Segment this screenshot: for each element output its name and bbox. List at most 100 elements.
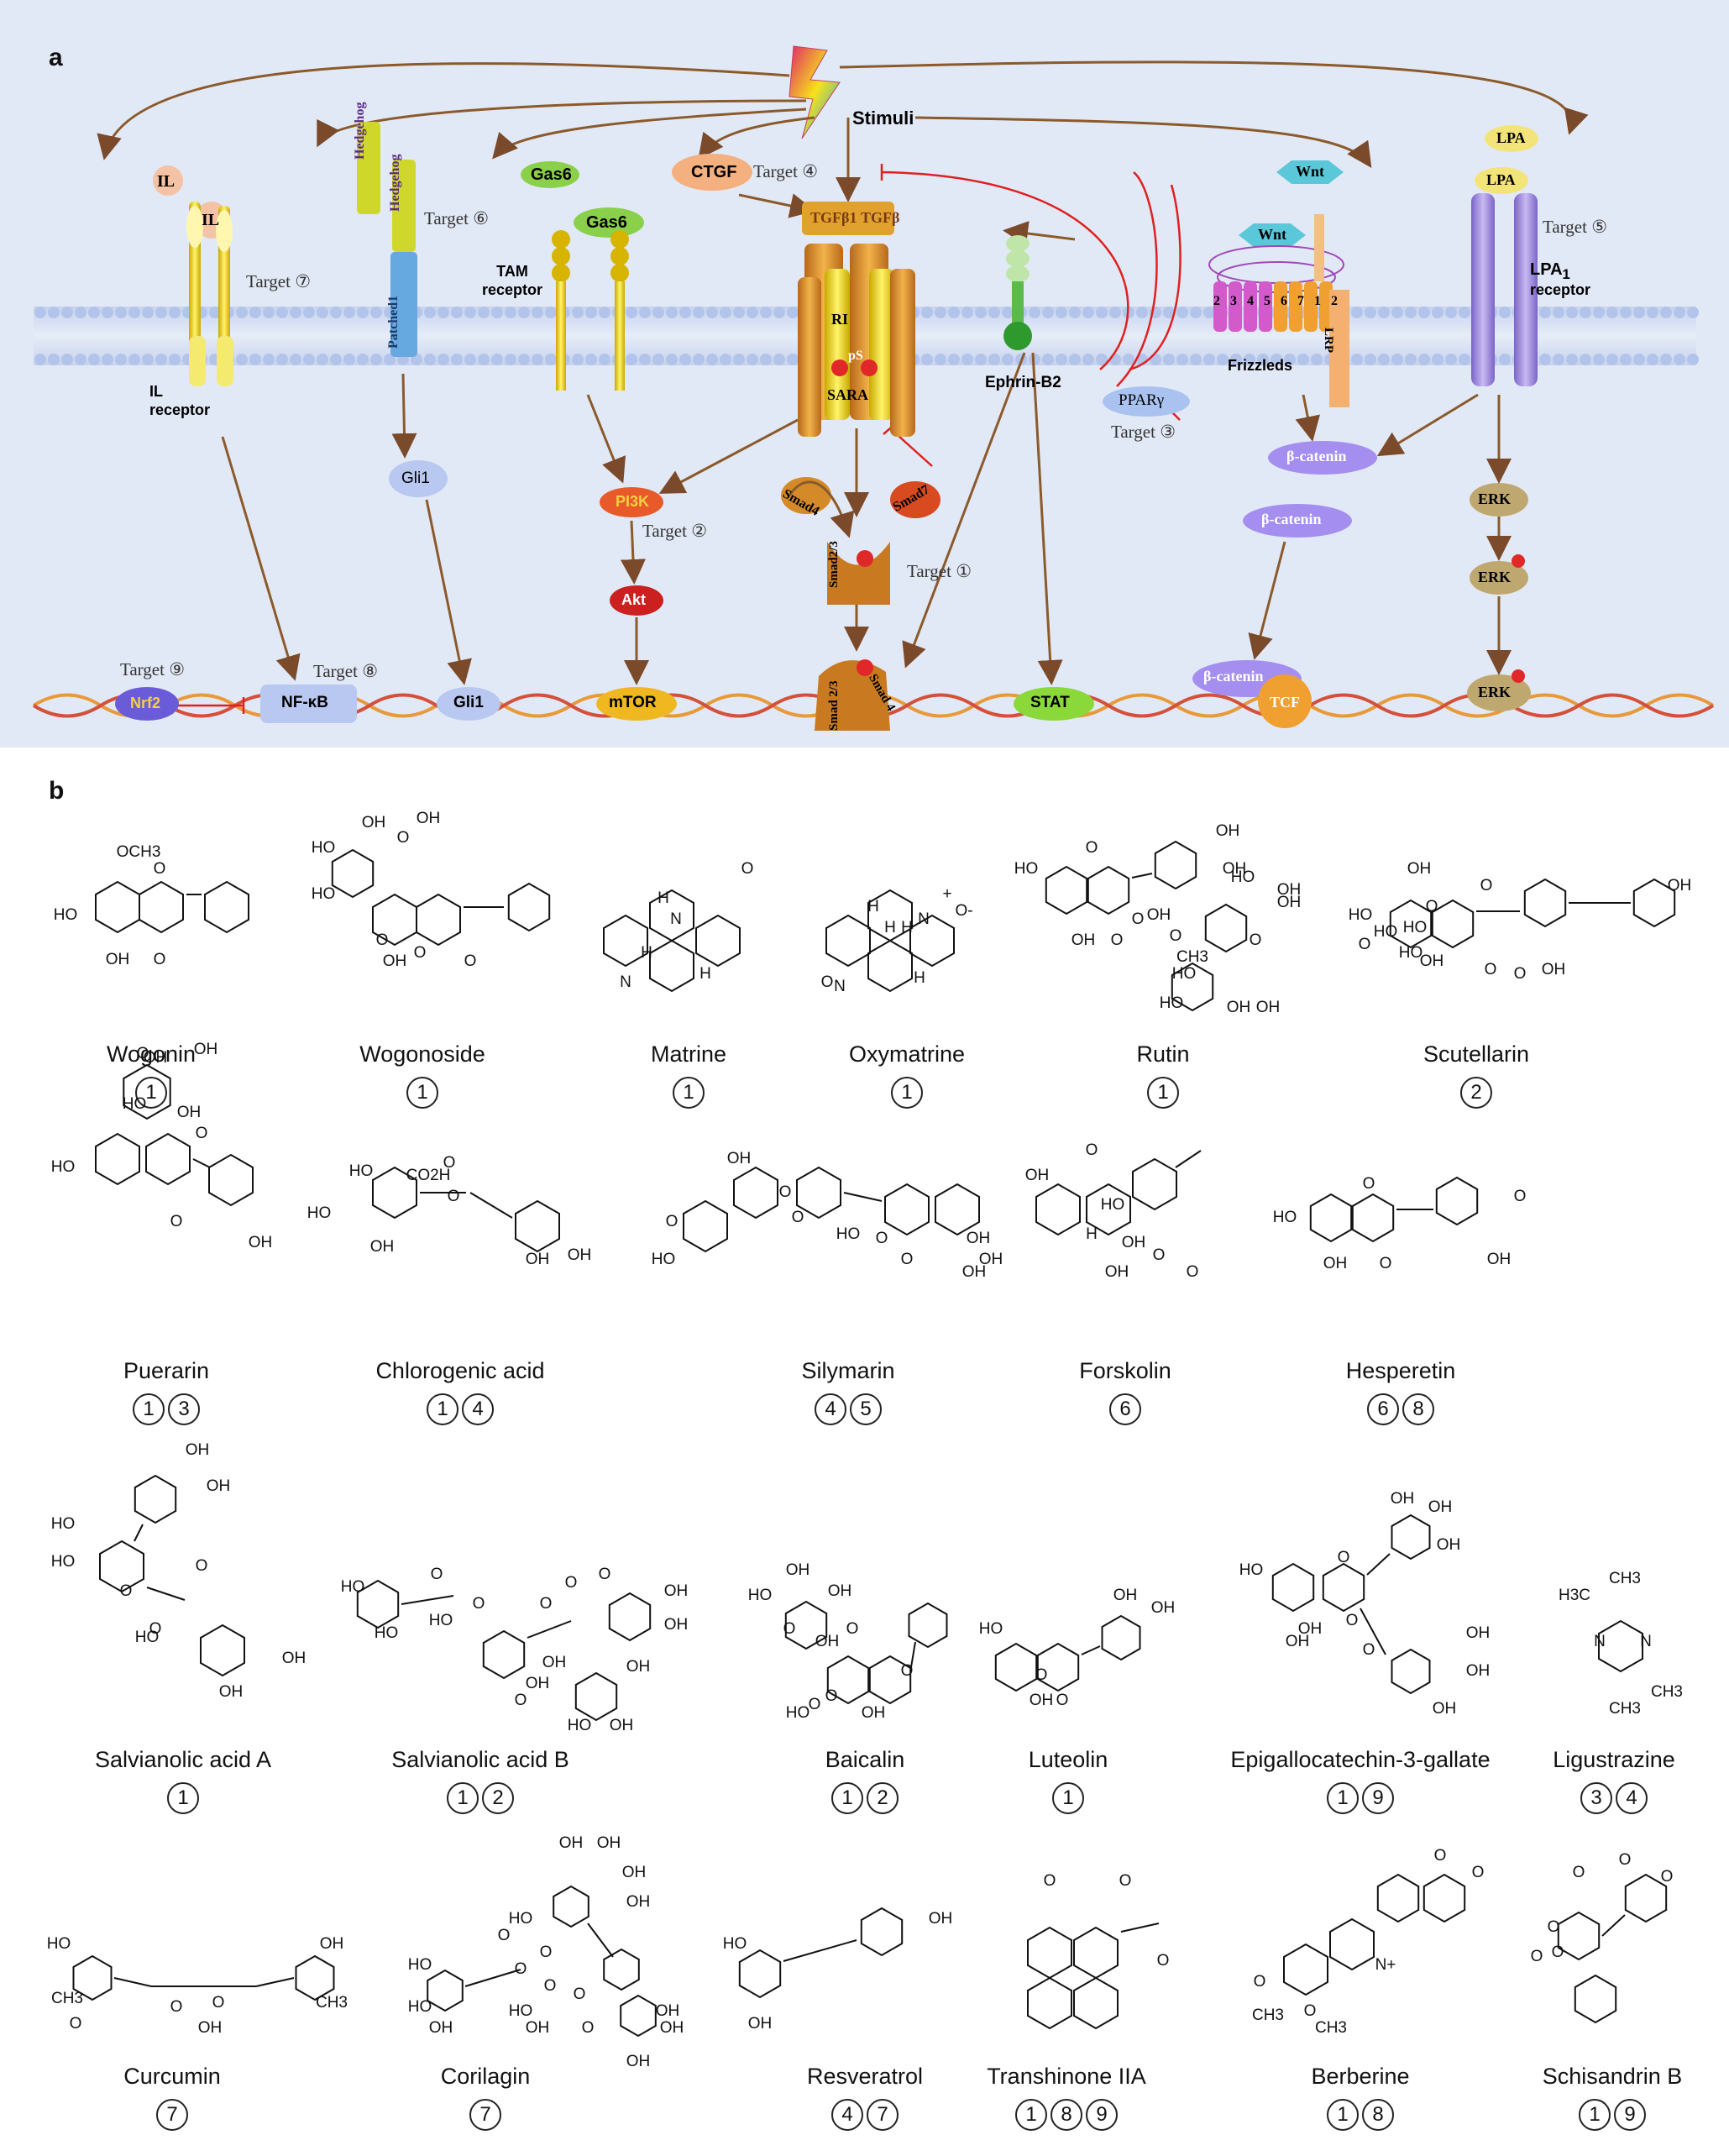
svg-text:OH: OH: [626, 1893, 651, 1911]
svg-text:N: N: [1640, 1633, 1652, 1650]
lrp-label: LRP: [1322, 328, 1335, 353]
compound-name-hesperetin: Hesperetin: [1345, 1358, 1456, 1383]
svg-text:OH: OH: [1487, 1251, 1512, 1268]
svg-text:N+: N+: [1375, 1956, 1396, 1974]
svg-text:O: O: [741, 860, 754, 878]
target-number-badge: 1: [167, 1782, 199, 1814]
svg-text:O: O: [1132, 910, 1145, 928]
target-number-badge: 3: [1580, 1782, 1612, 1814]
frizzleds-label: Frizzleds: [1228, 357, 1293, 374]
frizzled-numbers: 2 3 4 5 6 7 1 2: [1213, 294, 1341, 308]
svg-text:O: O: [1086, 1141, 1098, 1159]
svg-text:HO: HO: [748, 1587, 773, 1604]
nrf2-label: Nrf2: [130, 695, 161, 711]
compound-name-baicalin: Baicalin: [825, 1747, 905, 1772]
svg-text:OH: OH: [559, 1834, 584, 1852]
svg-text:O: O: [170, 1213, 183, 1230]
pi3k-label: PI3K: [616, 493, 650, 510]
il-ligand-label-2: IL: [202, 211, 220, 229]
svg-text:O: O: [792, 1209, 804, 1226]
svg-text:OH: OH: [1071, 931, 1096, 949]
compound-name-wogonoside: Wogonoside: [359, 1041, 485, 1067]
svg-text:O: O: [809, 1696, 821, 1713]
svg-text:CH3: CH3: [1176, 948, 1208, 966]
compound-name-scutellarin: Scutellarin: [1422, 1041, 1530, 1067]
svg-text:O: O: [825, 1687, 838, 1705]
svg-text:OH: OH: [1391, 1490, 1415, 1508]
compound-name-berberine: Berberine: [1311, 2064, 1410, 2089]
svg-text:O: O: [1480, 877, 1493, 894]
svg-text:OH: OH: [1105, 1263, 1129, 1281]
svg-text:HO: HO: [51, 1158, 76, 1176]
svg-text:O: O: [414, 944, 427, 962]
compound-name-oxymatrine: Oxymatrine: [848, 1041, 966, 1067]
target-7-label: Target ⑦: [246, 271, 312, 291]
svg-text:OH: OH: [1407, 860, 1432, 878]
svg-text:H: H: [901, 919, 913, 936]
svg-text:O: O: [1119, 1872, 1132, 1890]
svg-text:O: O: [1619, 1851, 1632, 1869]
mtor-node: [596, 687, 677, 721]
svg-text:H: H: [1086, 1225, 1098, 1243]
erk-label-1: ERK: [1478, 490, 1512, 507]
smad23-dna-label: Smad 2/3: [827, 680, 841, 731]
target-number-badge: 8: [1362, 2099, 1394, 2131]
svg-text:H: H: [658, 889, 669, 907]
svg-text:O: O: [431, 1566, 443, 1583]
svg-text:CO2H: CO2H: [406, 1167, 451, 1184]
svg-text:OH: OH: [526, 1675, 550, 1692]
lpa-label-2: LPA: [1486, 171, 1516, 188]
compound-name-forskolin: Forskolin: [1079, 1358, 1171, 1383]
pathway-diagram: [32, 45, 1715, 731]
svg-text:O: O: [783, 1620, 796, 1638]
gas6-label-2: Gas6: [586, 213, 627, 232]
stat-label: STAT: [1030, 694, 1070, 711]
svg-text:O: O: [1573, 1864, 1585, 1881]
svg-text:CH3: CH3: [316, 1994, 348, 2012]
compound-name-resveratrol: Resveratrol: [806, 2064, 924, 2089]
svg-text:OH: OH: [194, 1041, 218, 1058]
svg-text:OH: OH: [597, 1834, 621, 1852]
svg-text:HO: HO: [312, 839, 336, 857]
erk-label-2: ERK: [1478, 569, 1512, 585]
svg-text:HO: HO: [652, 1251, 676, 1268]
lpa-receptor: [1467, 125, 1538, 711]
svg-text:H: H: [699, 965, 711, 983]
svg-text:OH: OH: [1025, 1167, 1050, 1184]
svg-text:OH: OH: [660, 2019, 684, 2037]
svg-text:O: O: [376, 931, 389, 949]
svg-text:HO: HO: [307, 1204, 332, 1222]
svg-text:OH: OH: [828, 1582, 852, 1600]
svg-text:O: O: [821, 973, 834, 991]
pparg-node: [1103, 386, 1190, 417]
svg-text:O: O: [154, 951, 166, 968]
svg-text:OH: OH: [1542, 961, 1566, 978]
target-number-badge: 2: [867, 1782, 899, 1814]
tgfb-label: TGFβ1 TGFβ: [810, 209, 900, 226]
target-number-badge: 6: [1109, 1393, 1141, 1425]
svg-text:OH: OH: [1466, 1662, 1491, 1680]
svg-text:O: O: [901, 1662, 914, 1680]
svg-text:O: O: [448, 1188, 460, 1205]
svg-text:OCH3: OCH3: [117, 843, 161, 861]
svg-text:HO: HO: [836, 1225, 861, 1243]
svg-text:O: O: [443, 1154, 456, 1172]
target-number-badge: 8: [1050, 2099, 1082, 2131]
target-1-label: Target ①: [907, 561, 972, 581]
svg-text:O: O: [1363, 1175, 1375, 1193]
target-number-badge: 1: [673, 1077, 705, 1109]
svg-text:HO: HO: [51, 1553, 76, 1571]
svg-text:N: N: [1594, 1633, 1606, 1650]
svg-text:OH: OH: [626, 2053, 651, 2070]
pathway-panel: a Stimuli IL IL IL receptor Hedgehog Hed…: [0, 0, 1729, 748]
